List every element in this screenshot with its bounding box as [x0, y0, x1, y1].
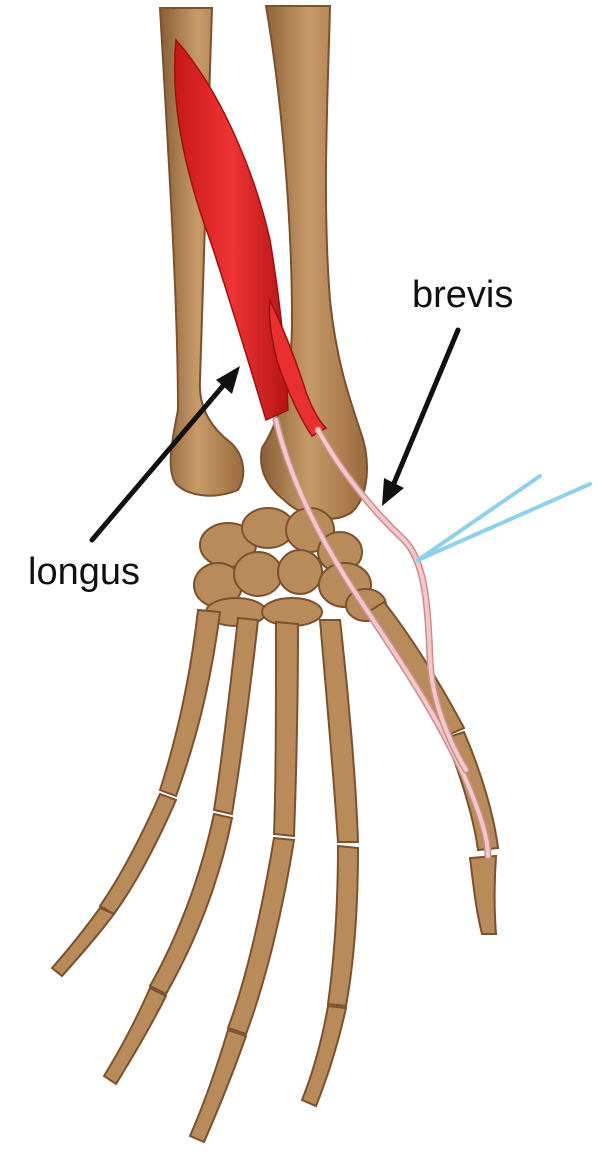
- retinaculum-pins: [418, 476, 590, 560]
- arrow-down-left-icon: [382, 330, 458, 506]
- brevis-label: brevis: [412, 276, 513, 314]
- carpal-bones: [194, 508, 386, 626]
- little-finger: [302, 620, 358, 1106]
- ulna-bone: [261, 6, 367, 519]
- longus-label: longus: [28, 553, 140, 591]
